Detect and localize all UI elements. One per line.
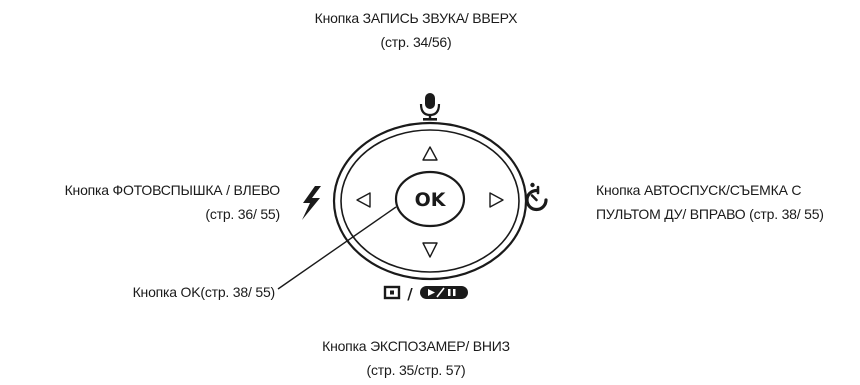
label-flash-left: Кнопка ФОТОВСПЫШКА / ВЛЕВО (стр. 36/ 55) bbox=[64, 178, 281, 226]
up-arrow-icon[interactable] bbox=[422, 146, 438, 161]
label-record-up-line2: (стр. 34/56) bbox=[380, 34, 452, 50]
left-arrow-icon[interactable] bbox=[356, 192, 371, 208]
self-timer-icon bbox=[525, 182, 548, 212]
ok-button-label: OK bbox=[415, 189, 447, 211]
label-flash-left-line2: (стр. 36/ 55) bbox=[205, 206, 280, 222]
right-arrow-icon[interactable] bbox=[489, 192, 504, 208]
label-timer-right-line1: Кнопка АВТОСПУСК/СЪЕМКА С bbox=[596, 182, 802, 198]
label-metering-down-line1: Кнопка ЭКСПОЗАМЕР/ ВНИЗ bbox=[322, 338, 510, 354]
dpad-inner-ring bbox=[340, 129, 520, 273]
label-metering-down-line2: (стр. 35/стр. 57) bbox=[366, 362, 466, 378]
label-record-up-line1: Кнопка ЗАПИСЬ ЗВУКА/ ВВЕРХ bbox=[314, 10, 518, 26]
label-ok: Кнопка OK(стр. 38/ 55) bbox=[132, 280, 276, 304]
down-arrow-icon[interactable] bbox=[422, 242, 438, 258]
ok-button[interactable] bbox=[394, 170, 466, 228]
icon-separator: / bbox=[407, 285, 413, 303]
playback-pause-icon bbox=[420, 286, 468, 299]
ok-leader-line bbox=[277, 206, 397, 290]
label-flash-left-line1: Кнопка ФОТОВСПЫШКА / ВЛЕВО bbox=[64, 182, 281, 198]
label-metering-down: Кнопка ЭКСПОЗАМЕР/ ВНИЗ (стр. 35/стр. 57… bbox=[292, 334, 540, 382]
microphone-icon bbox=[419, 93, 441, 121]
metering-playback-pause-icon: / bbox=[383, 285, 468, 303]
label-record-up: Кнопка ЗАПИСЬ ЗВУКА/ ВВЕРХ (стр. 34/56) bbox=[292, 6, 540, 54]
flash-icon bbox=[302, 186, 321, 220]
label-ok-text: Кнопка OK(стр. 38/ 55) bbox=[132, 284, 276, 300]
label-timer-right: Кнопка АВТОСПУСК/СЪЕМКА С ПУЛЬТОМ ДУ/ ВП… bbox=[596, 178, 824, 226]
label-timer-right-line2: ПУЛЬТОМ ДУ/ ВПРАВО (стр. 38/ 55) bbox=[596, 206, 824, 222]
metering-icon bbox=[383, 285, 401, 300]
